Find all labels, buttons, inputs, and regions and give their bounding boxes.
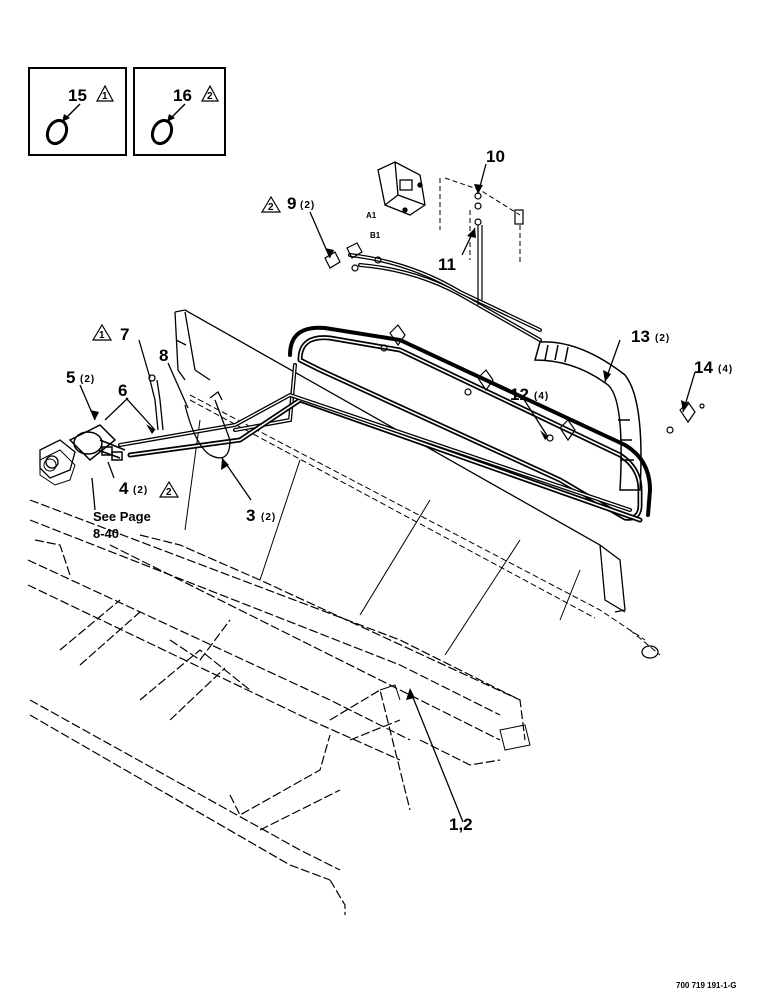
figure-reference: 700 719 191-1-G — [676, 981, 737, 990]
hydraulic-cylinder — [68, 424, 126, 462]
inset-box-16: 16 2 — [133, 67, 226, 156]
header-frame-detail — [39, 449, 531, 751]
header-frame — [27, 499, 526, 915]
callout-12-qty: (4) — [534, 391, 549, 402]
callout-9-qty: (2) — [300, 200, 315, 211]
hydraulic-hoses — [118, 253, 653, 523]
callout-13-qty: (2) — [655, 333, 670, 344]
port-label-a1: A1 — [366, 211, 377, 220]
see-page-line-1: See Page — [93, 509, 151, 524]
callout-4-note: 2 — [166, 487, 172, 498]
callout-12: 12 — [510, 385, 529, 404]
callout-9: 9 — [287, 194, 296, 213]
callout-14: 14 — [694, 358, 713, 377]
note-triangle-c4 — [158, 480, 180, 498]
valve-fittings — [474, 192, 524, 305]
note-triangle-c7 — [91, 323, 113, 341]
mounting-bracket — [39, 439, 76, 479]
callout-6: 6 — [118, 381, 127, 400]
note-triangle-2-label: 2 — [207, 91, 213, 102]
note-triangle-1 — [96, 84, 114, 102]
panel-end-cap — [641, 645, 659, 659]
leader-arrowheads — [90, 184, 689, 700]
o-ring-15 — [45, 118, 69, 146]
note-triangle-1-label: 1 — [102, 91, 108, 102]
o-ring-16 — [150, 118, 174, 146]
callout-4: 4 — [119, 479, 129, 498]
callout-8: 8 — [159, 346, 168, 365]
callout-7: 7 — [120, 325, 129, 344]
side-panel — [174, 309, 626, 613]
callout-14-qty: (4) — [718, 364, 733, 375]
callout-3-qty: (2) — [261, 512, 276, 523]
leader-lines — [79, 163, 696, 823]
panel-lower-dashed — [189, 394, 661, 656]
inset-box-15: 15 1 — [28, 67, 127, 156]
callout-1-2: 1,2 — [449, 815, 473, 834]
support-lines — [184, 419, 581, 656]
callout-4-qty: (2) — [133, 485, 148, 496]
callout-7-note: 1 — [99, 330, 105, 341]
callout-5-qty: (2) — [80, 374, 95, 385]
callout-16: 16 — [173, 86, 192, 105]
callout-5: 5 — [66, 368, 75, 387]
callout-10: 10 — [486, 147, 505, 166]
see-page-line-2: 8-40 — [93, 526, 119, 541]
control-valve — [377, 161, 426, 216]
valve-dashed-lines — [439, 177, 521, 265]
callout-13: 13 — [631, 327, 650, 346]
callout-11: 11 — [438, 255, 456, 274]
note-triangle-2 — [201, 84, 219, 102]
port-label-b1: B1 — [370, 231, 381, 240]
note-triangle-c9 — [260, 195, 282, 213]
callout-15: 15 — [68, 86, 87, 105]
hose-6-8 — [148, 374, 231, 459]
callout-9-note: 2 — [268, 202, 274, 213]
hose-sleeve — [534, 341, 642, 491]
callout-3: 3 — [246, 506, 255, 525]
